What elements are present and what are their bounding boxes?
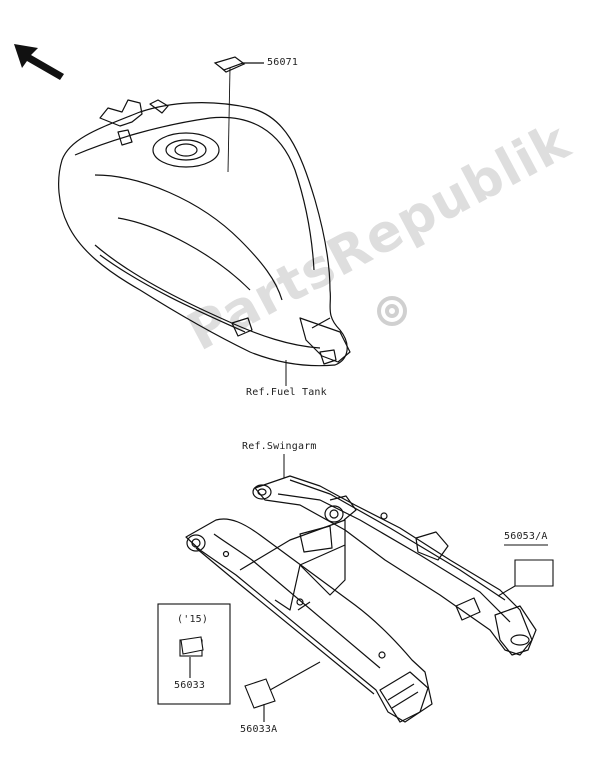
arrow-up-left-icon [14,44,64,80]
label-year-15: ('15) [177,614,209,625]
box-56033 [157,603,231,705]
fuel-tank [58,99,351,367]
swingarm [185,475,537,723]
label-56033a: 56033A [240,724,278,735]
label-56071: 56071 [267,57,299,68]
sticker-56053a [497,544,554,597]
label-56033: 56033 [174,680,206,691]
sticker-56071 [213,56,264,173]
label-ref-fuel-tank: Ref.Fuel Tank [246,387,327,398]
sticker-56033a [244,661,321,722]
label-56053a: 56053/A [504,531,548,542]
label-ref-swingarm: Ref.Swingarm [242,441,317,452]
gear-icon [377,296,407,326]
